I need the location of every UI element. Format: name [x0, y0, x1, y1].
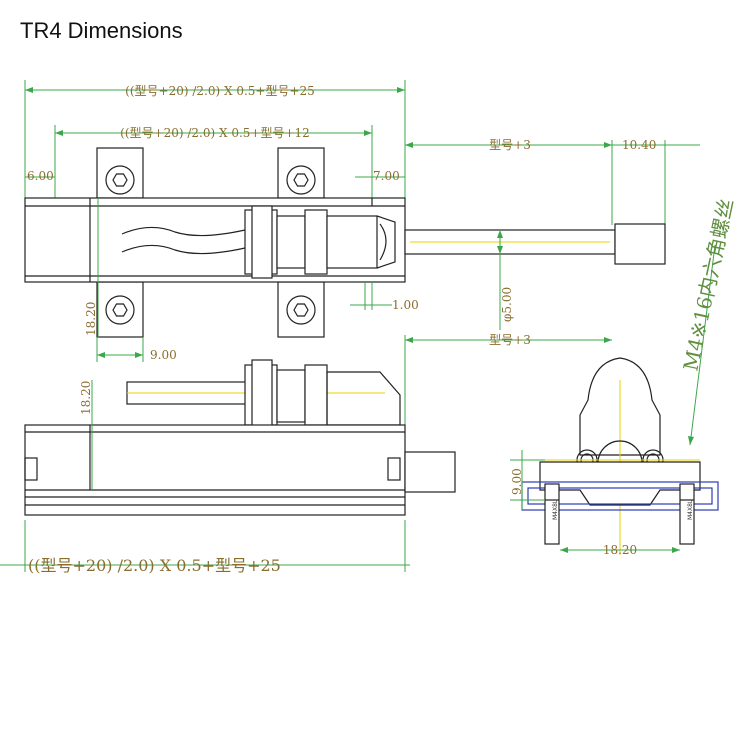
- end-width-label: 18.20: [603, 543, 637, 557]
- side-stroke-label: 型号+3: [489, 333, 531, 347]
- mount-spacing-label: ((型号+20) /2.0) X 0.5+型号+12: [120, 126, 310, 140]
- top-view: ((型号+20) /2.0) X 0.5+型号+25 ((型号+20) /2.0…: [24, 80, 700, 362]
- right-offset-label: 7.00: [373, 169, 400, 183]
- gap-label: 1.00: [392, 298, 419, 312]
- tab-width-label: 9.00: [150, 348, 177, 362]
- screw-note-label: M4※16内六角螺丝: [678, 196, 738, 373]
- nut-label-left: M4X8L: [552, 499, 559, 520]
- left-offset-label: 6.00: [27, 169, 54, 183]
- nut-label-right: M4X8L: [687, 499, 694, 520]
- stroke-label: 型号+3: [489, 138, 531, 152]
- rod-end-length-label: 10.40: [622, 138, 656, 152]
- end-height-label: 9.00: [510, 468, 524, 495]
- height-label: 18.20: [84, 302, 98, 336]
- rod-diameter-label: φ5.00: [500, 287, 514, 322]
- side-view: 型号+3 18.20 ((型号+20) /2.0) X 0.5+型号+25: [0, 333, 612, 575]
- side-height-label: 18.20: [79, 381, 93, 415]
- overall-length-label: ((型号+20) /2.0) X 0.5+型号+25: [125, 84, 315, 98]
- side-overall-length-label: ((型号+20) /2.0) X 0.5+型号+25: [28, 556, 281, 575]
- page-title: TR4 Dimensions: [20, 18, 183, 43]
